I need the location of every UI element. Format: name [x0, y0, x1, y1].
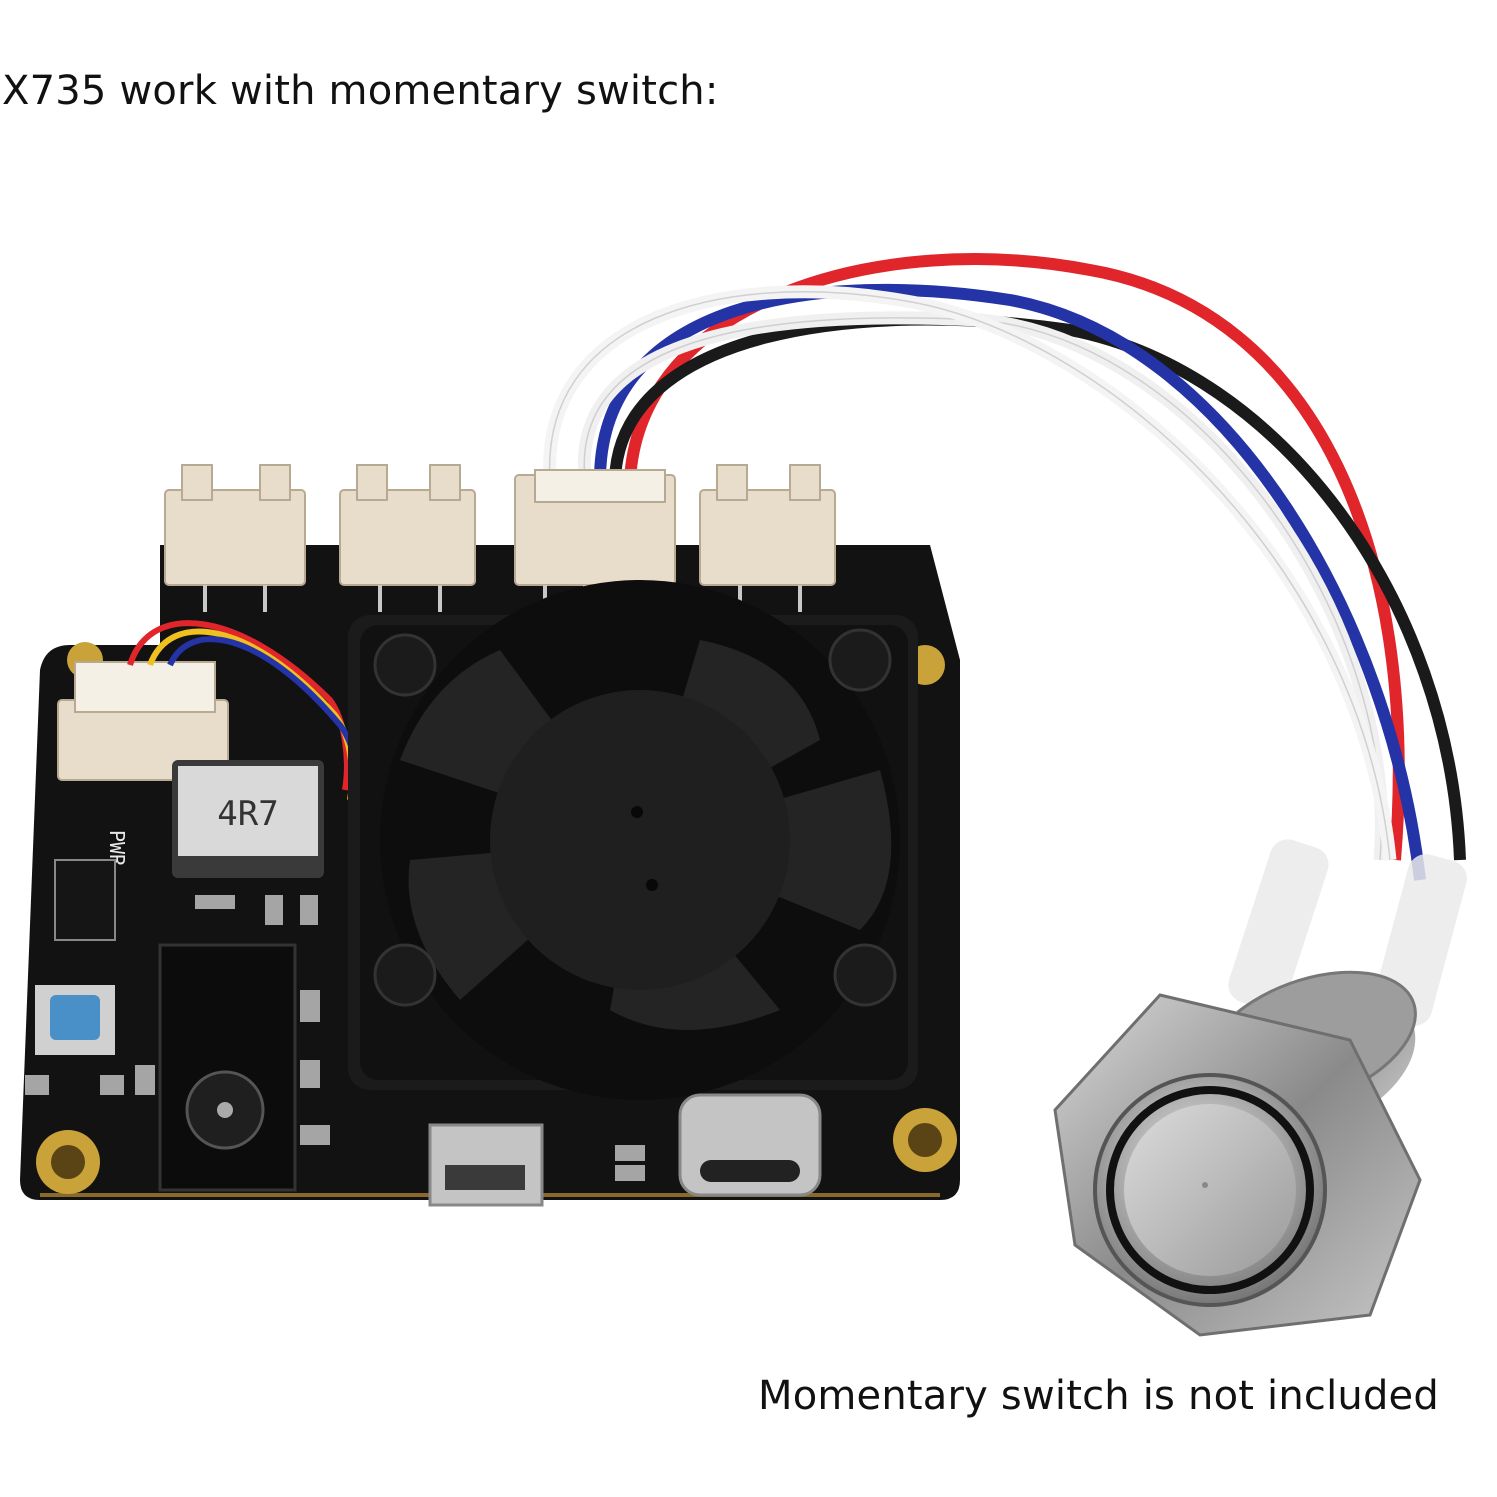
- switch-connector: [514, 469, 676, 586]
- inductor-label: 4R7: [217, 794, 278, 834]
- inductor: 4R7: [172, 760, 324, 878]
- micro-usb-port: [428, 1123, 544, 1207]
- usb-c-port: [678, 1093, 822, 1197]
- switch-cable: [543, 253, 1466, 881]
- fan-connector: [339, 464, 476, 586]
- momentary-switch: [1053, 839, 1467, 1337]
- dc-jack: [158, 943, 297, 1192]
- wire-black: [609, 313, 1466, 861]
- fan-connector: [699, 464, 836, 586]
- wire-blue: [594, 283, 1426, 881]
- power-button: [35, 985, 115, 1055]
- jumper: [54, 859, 116, 941]
- fan-connector: [164, 464, 306, 586]
- page-title: X735 work with momentary switch:: [2, 68, 719, 114]
- x735-board: 4R7 PWR: [20, 464, 960, 1207]
- disclaimer-note: Momentary switch is not included: [758, 1373, 1439, 1419]
- cooling-fan: [348, 580, 918, 1100]
